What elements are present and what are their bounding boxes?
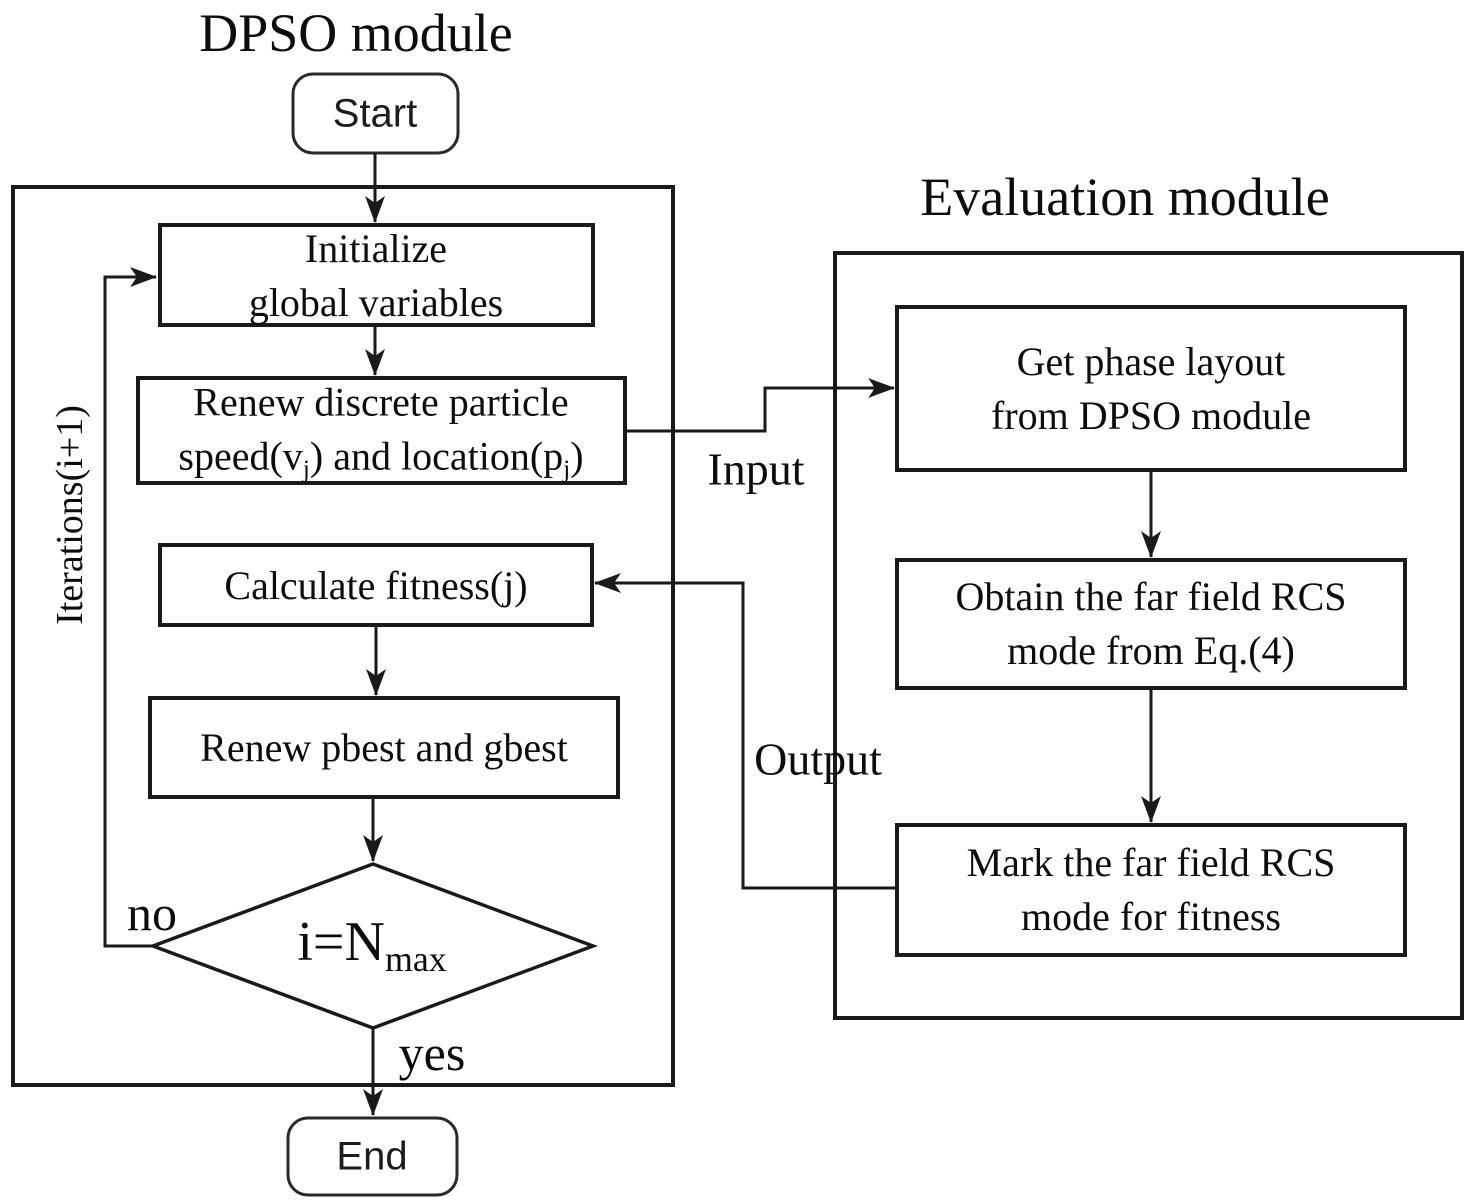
initialize-line2: global variables [248, 280, 504, 325]
start-label: Start [332, 91, 418, 136]
renew-pbest-label: Renew pbest and gbest [200, 725, 568, 770]
initialize-line1: Initialize [304, 226, 448, 271]
input-edge-label: Input [707, 443, 805, 495]
mark-rcs-line2: mode for fitness [1021, 894, 1281, 939]
iterations-label: Iterations(i+1) [49, 405, 91, 625]
evaluation-module-container [833, 251, 1464, 1020]
mark-rcs-box [895, 823, 1407, 957]
obtain-rcs-box [895, 558, 1407, 690]
calculate-fitness-label: Calculate fitness(j) [224, 563, 528, 608]
mark-rcs-label: Mark the far field RCS mode for fitness [967, 836, 1336, 944]
mark-rcs-line1: Mark the far field RCS [966, 840, 1336, 885]
get-phase-line2: from DPSO module [991, 393, 1311, 438]
calculate-fitness-box [158, 543, 594, 627]
arrow-loop-no-to-initialize [103, 267, 157, 948]
get-phase-line1: Get phase layout [1016, 339, 1286, 384]
end-label: End [336, 1134, 408, 1179]
renew-discrete-label: Renew discrete particle speed(vj) and lo… [178, 375, 583, 486]
arrow-input-renew-discrete-to-get-phase [625, 378, 895, 433]
dpso-module-title: DPSO module [199, 3, 513, 63]
output-edge-label: Output [754, 733, 882, 785]
renew-discrete-line2: speed(vj) and location(pj) [178, 433, 584, 484]
decision-label: i=Nmax [297, 911, 447, 979]
get-phase-label: Get phase layout from DPSO module [991, 335, 1311, 443]
renew-pbest-box [148, 696, 620, 799]
dpso-module-container [11, 185, 675, 1087]
end-terminal-box [286, 1116, 459, 1197]
initialize-label: Initialize global variables [249, 222, 503, 330]
branch-no-label: no [127, 885, 177, 941]
arrow-output-mark-to-calculate [594, 573, 897, 890]
obtain-rcs-label: Obtain the far field RCS mode from Eq.(4… [955, 570, 1346, 678]
renew-discrete-line1: Renew discrete particle [193, 379, 569, 425]
get-phase-box [895, 305, 1407, 472]
branch-yes-label: yes [398, 1025, 466, 1081]
obtain-rcs-line2: mode from Eq.(4) [1007, 628, 1295, 673]
obtain-rcs-line1: Obtain the far field RCS [955, 574, 1347, 619]
evaluation-module-title: Evaluation module [920, 167, 1330, 227]
